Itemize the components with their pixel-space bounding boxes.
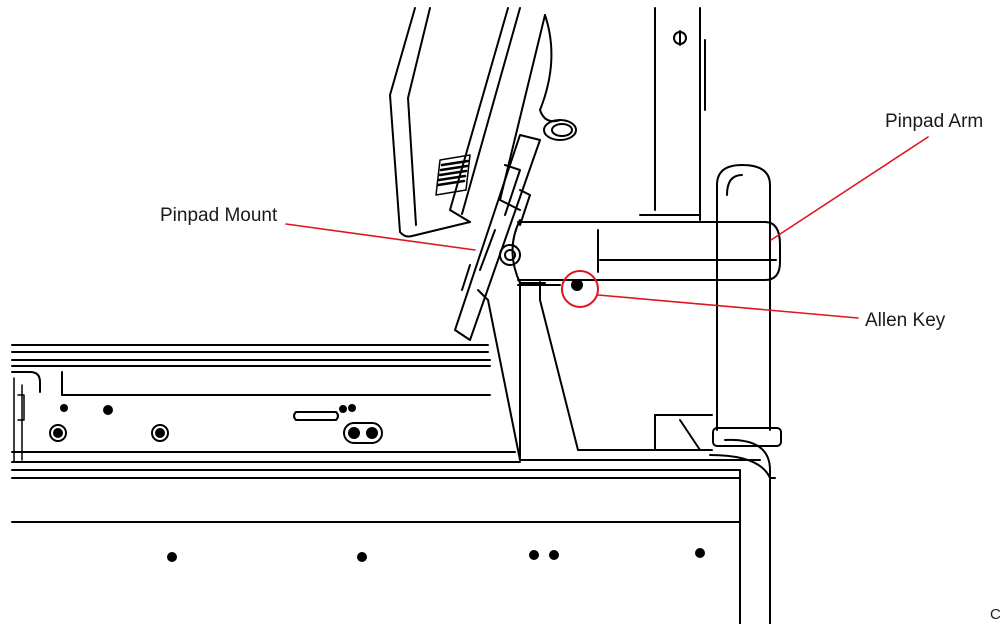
- leader-pinpad-mount: [285, 223, 476, 251]
- pinpad-mount-bracket: [454, 134, 541, 341]
- callout-allen-key: Allen Key: [865, 310, 946, 331]
- rear-display: [639, 7, 706, 221]
- callout-pinpad-mount: Pinpad Mount: [160, 205, 278, 226]
- allen-key-screw: [519, 279, 583, 291]
- pinpad-arm-pole: [712, 164, 782, 447]
- pinpad-screen: [389, 7, 577, 238]
- support-column: [709, 438, 776, 624]
- corner-mark: C: [990, 606, 1001, 623]
- callout-pinpad-arm: Pinpad Arm: [885, 111, 984, 132]
- callout-leaders: [285, 136, 929, 319]
- counter-base: [11, 344, 741, 523]
- leader-allen-key: [597, 294, 859, 319]
- screws: [49, 404, 705, 562]
- leader-pinpad-arm: [770, 136, 929, 241]
- allen-key-highlight-circle: [561, 270, 599, 308]
- terminal-stand: [477, 281, 761, 461]
- pinpad-arm-horizontal: [511, 219, 781, 284]
